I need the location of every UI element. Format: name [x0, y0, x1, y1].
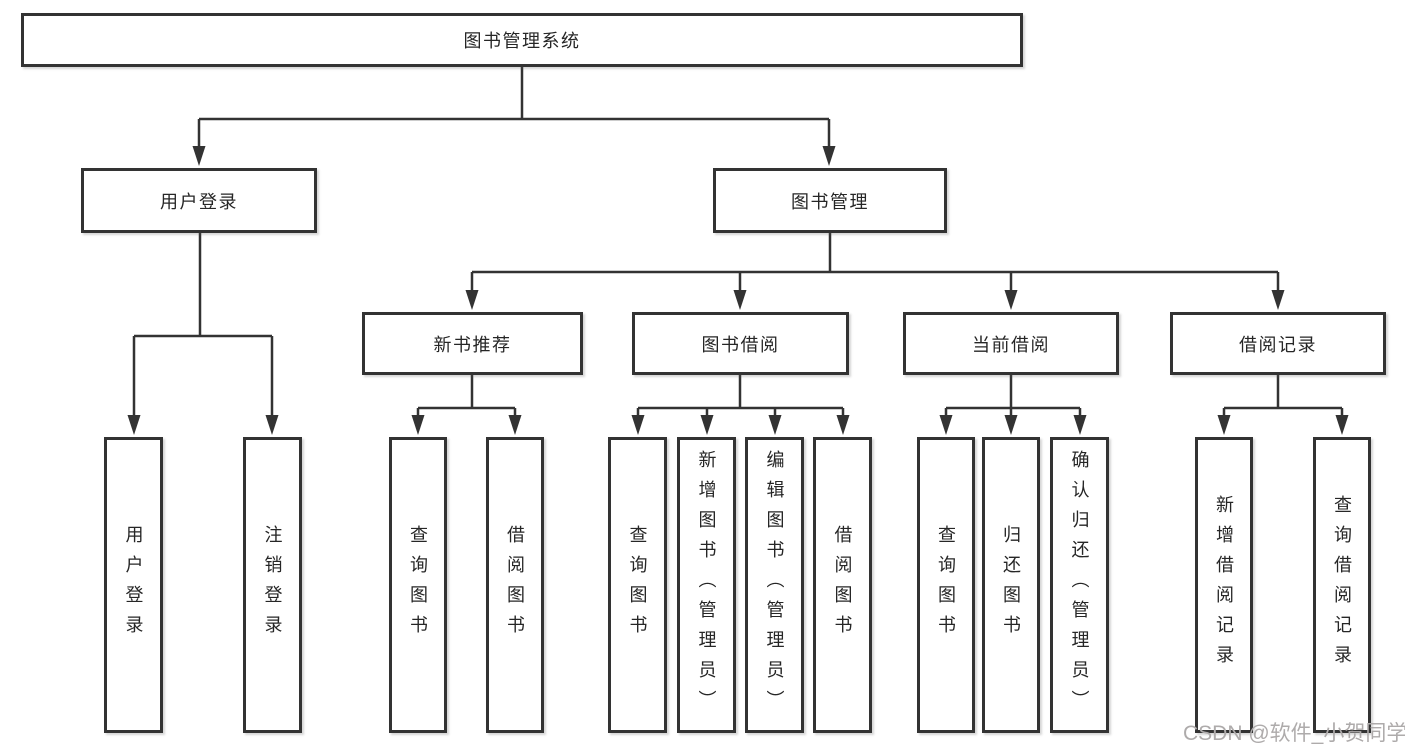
leaf-query-books-borrowing: 查询图书 [608, 437, 667, 733]
leaf-edit-books-admin: 编辑图书（管理员） [745, 437, 804, 733]
leaf-query-books-recommend: 查询图书 [389, 437, 447, 733]
leaf-label: 借阅图书 [505, 525, 525, 645]
leaf-return-books: 归还图书 [982, 437, 1040, 733]
leaf-query-borrow-record: 查询借阅记录 [1313, 437, 1371, 733]
node-new-book-recommend: 新书推荐 [362, 312, 583, 375]
leaf-label: 归还图书 [1001, 525, 1021, 645]
node-label: 新书推荐 [433, 334, 512, 355]
node-book-management: 图书管理 [713, 168, 947, 233]
leaf-label: 查询图书 [627, 525, 648, 645]
leaf-label: 注销登录 [262, 525, 283, 645]
node-label: 用户登录 [160, 191, 238, 212]
leaf-label: 新增图书（管理员） [696, 450, 717, 720]
leaf-borrow-books: 借阅图书 [813, 437, 872, 733]
leaf-label: 查询借阅记录 [1332, 495, 1352, 675]
leaf-user-login: 用户登录 [104, 437, 163, 733]
leaf-label: 确认归还（管理员） [1069, 450, 1090, 720]
node-root-library-system: 图书管理系统 [21, 13, 1023, 67]
leaf-label: 借阅图书 [832, 525, 853, 645]
leaf-add-books-admin: 新增图书（管理员） [677, 437, 736, 733]
csdn-watermark: CSDN @软件_小贺同学 [1183, 722, 1405, 745]
leaf-logout: 注销登录 [243, 437, 302, 733]
node-user-login: 用户登录 [81, 168, 317, 233]
leaf-label: 新增借阅记录 [1214, 495, 1234, 675]
node-label: 图书借阅 [701, 334, 780, 355]
leaf-query-books-current: 查询图书 [917, 437, 975, 733]
node-label: 借阅记录 [1239, 334, 1317, 355]
leaf-label: 编辑图书（管理员） [764, 450, 785, 720]
node-label: 当前借阅 [972, 334, 1050, 355]
node-label: 图书管理 [791, 191, 869, 212]
leaf-borrow-books-recommend: 借阅图书 [486, 437, 544, 733]
leaf-label: 查询图书 [408, 525, 428, 645]
node-current-borrowing: 当前借阅 [903, 312, 1119, 375]
leaf-confirm-return-admin: 确认归还（管理员） [1050, 437, 1109, 733]
leaf-label: 查询图书 [936, 525, 956, 645]
leaf-add-borrow-record: 新增借阅记录 [1195, 437, 1253, 733]
node-borrow-records: 借阅记录 [1170, 312, 1386, 375]
node-label: 图书管理系统 [463, 31, 581, 51]
leaf-label: 用户登录 [123, 525, 144, 645]
node-book-borrowing: 图书借阅 [632, 312, 849, 375]
